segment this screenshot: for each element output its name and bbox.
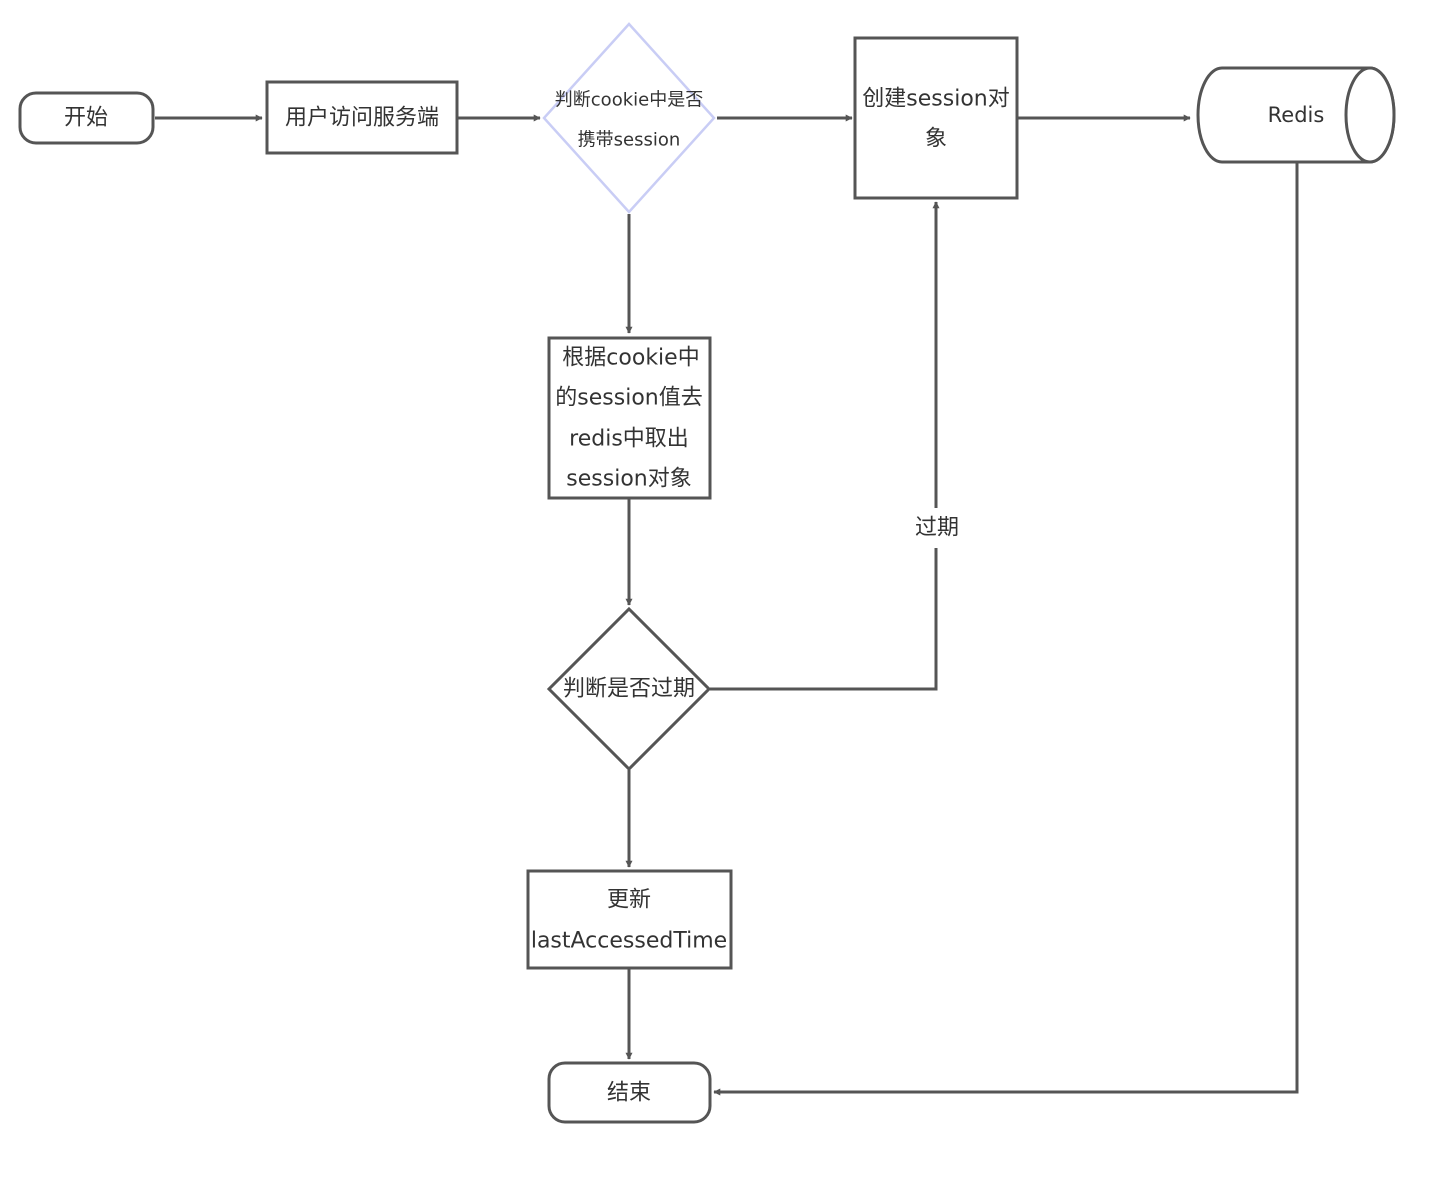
fetch-session-label-line3: redis中取出 [569, 427, 689, 452]
update-time-node [526, 869, 733, 970]
fetch-session-label-line4: session对象 [566, 467, 691, 492]
edge-check-expired-to-create-session [710, 202, 936, 691]
edge-label-expired: 过期 [915, 516, 959, 541]
edge-redis-to-end [713, 163, 1299, 1096]
fetch-session-label-line1: 根据cookie中 [562, 346, 699, 371]
update-time-label-line1: 更新 [607, 888, 651, 913]
user-access-label: 用户访问服务端 [285, 106, 439, 131]
redis-label: Redis [1268, 103, 1325, 127]
check-expired-decision [546, 606, 712, 772]
fetch-session-node [547, 336, 712, 500]
create-session-label-line2: 象 [925, 127, 947, 152]
check-cookie-label-line2: 携带session [578, 130, 681, 151]
redis-node-end-cap [1344, 66, 1396, 164]
check-cookie-decision [542, 22, 716, 214]
check-cookie-label-line1: 判断cookie中是否 [555, 90, 703, 111]
check-expired-label: 判断是否过期 [563, 677, 695, 702]
end-node [547, 1061, 712, 1124]
user-access-node [265, 80, 459, 155]
create-session-node [853, 36, 1019, 200]
update-time-label-line2: lastAccessedTime [531, 929, 727, 954]
start-label: 开始 [64, 106, 108, 131]
start-node [18, 91, 155, 145]
end-label: 结束 [607, 1081, 651, 1106]
fetch-session-label-line2: 的session值去 [555, 386, 702, 411]
create-session-label-line1: 创建session对 [862, 87, 1009, 112]
